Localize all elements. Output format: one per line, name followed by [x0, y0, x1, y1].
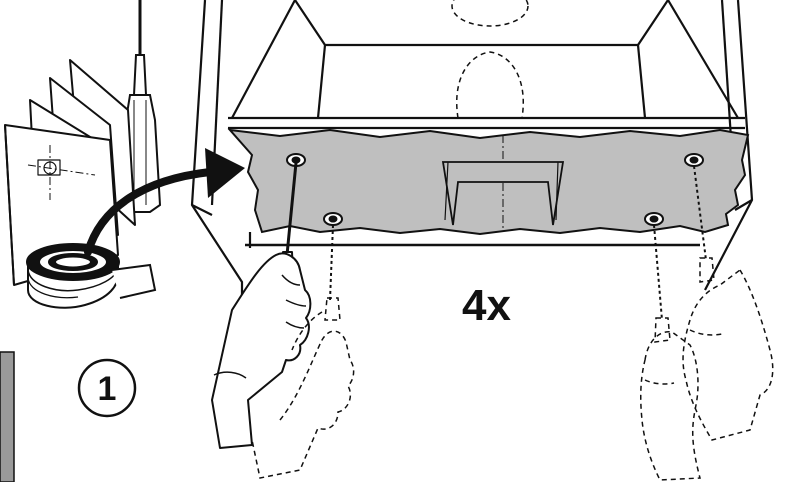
filter-handle-recess [441, 161, 565, 226]
dashed-opening-mid [456, 51, 524, 119]
step-number: 1 [98, 370, 117, 408]
gloved-hand-icon [211, 162, 312, 449]
dashed-opening-top [451, 0, 529, 27]
screw-holes [286, 153, 704, 226]
left-panel-edge [0, 351, 15, 482]
hood-cabinet [190, 0, 754, 300]
dashed-hand-right-front [682, 165, 774, 441]
dashed-hand-lower-left [251, 224, 355, 479]
adhesive-tape-roll-icon [26, 243, 157, 309]
step-badge: 1 [77, 358, 137, 418]
multiplier-label: 4x [462, 281, 511, 330]
curved-arrow-icon [84, 148, 245, 256]
dashed-hand-right-back [640, 224, 701, 481]
